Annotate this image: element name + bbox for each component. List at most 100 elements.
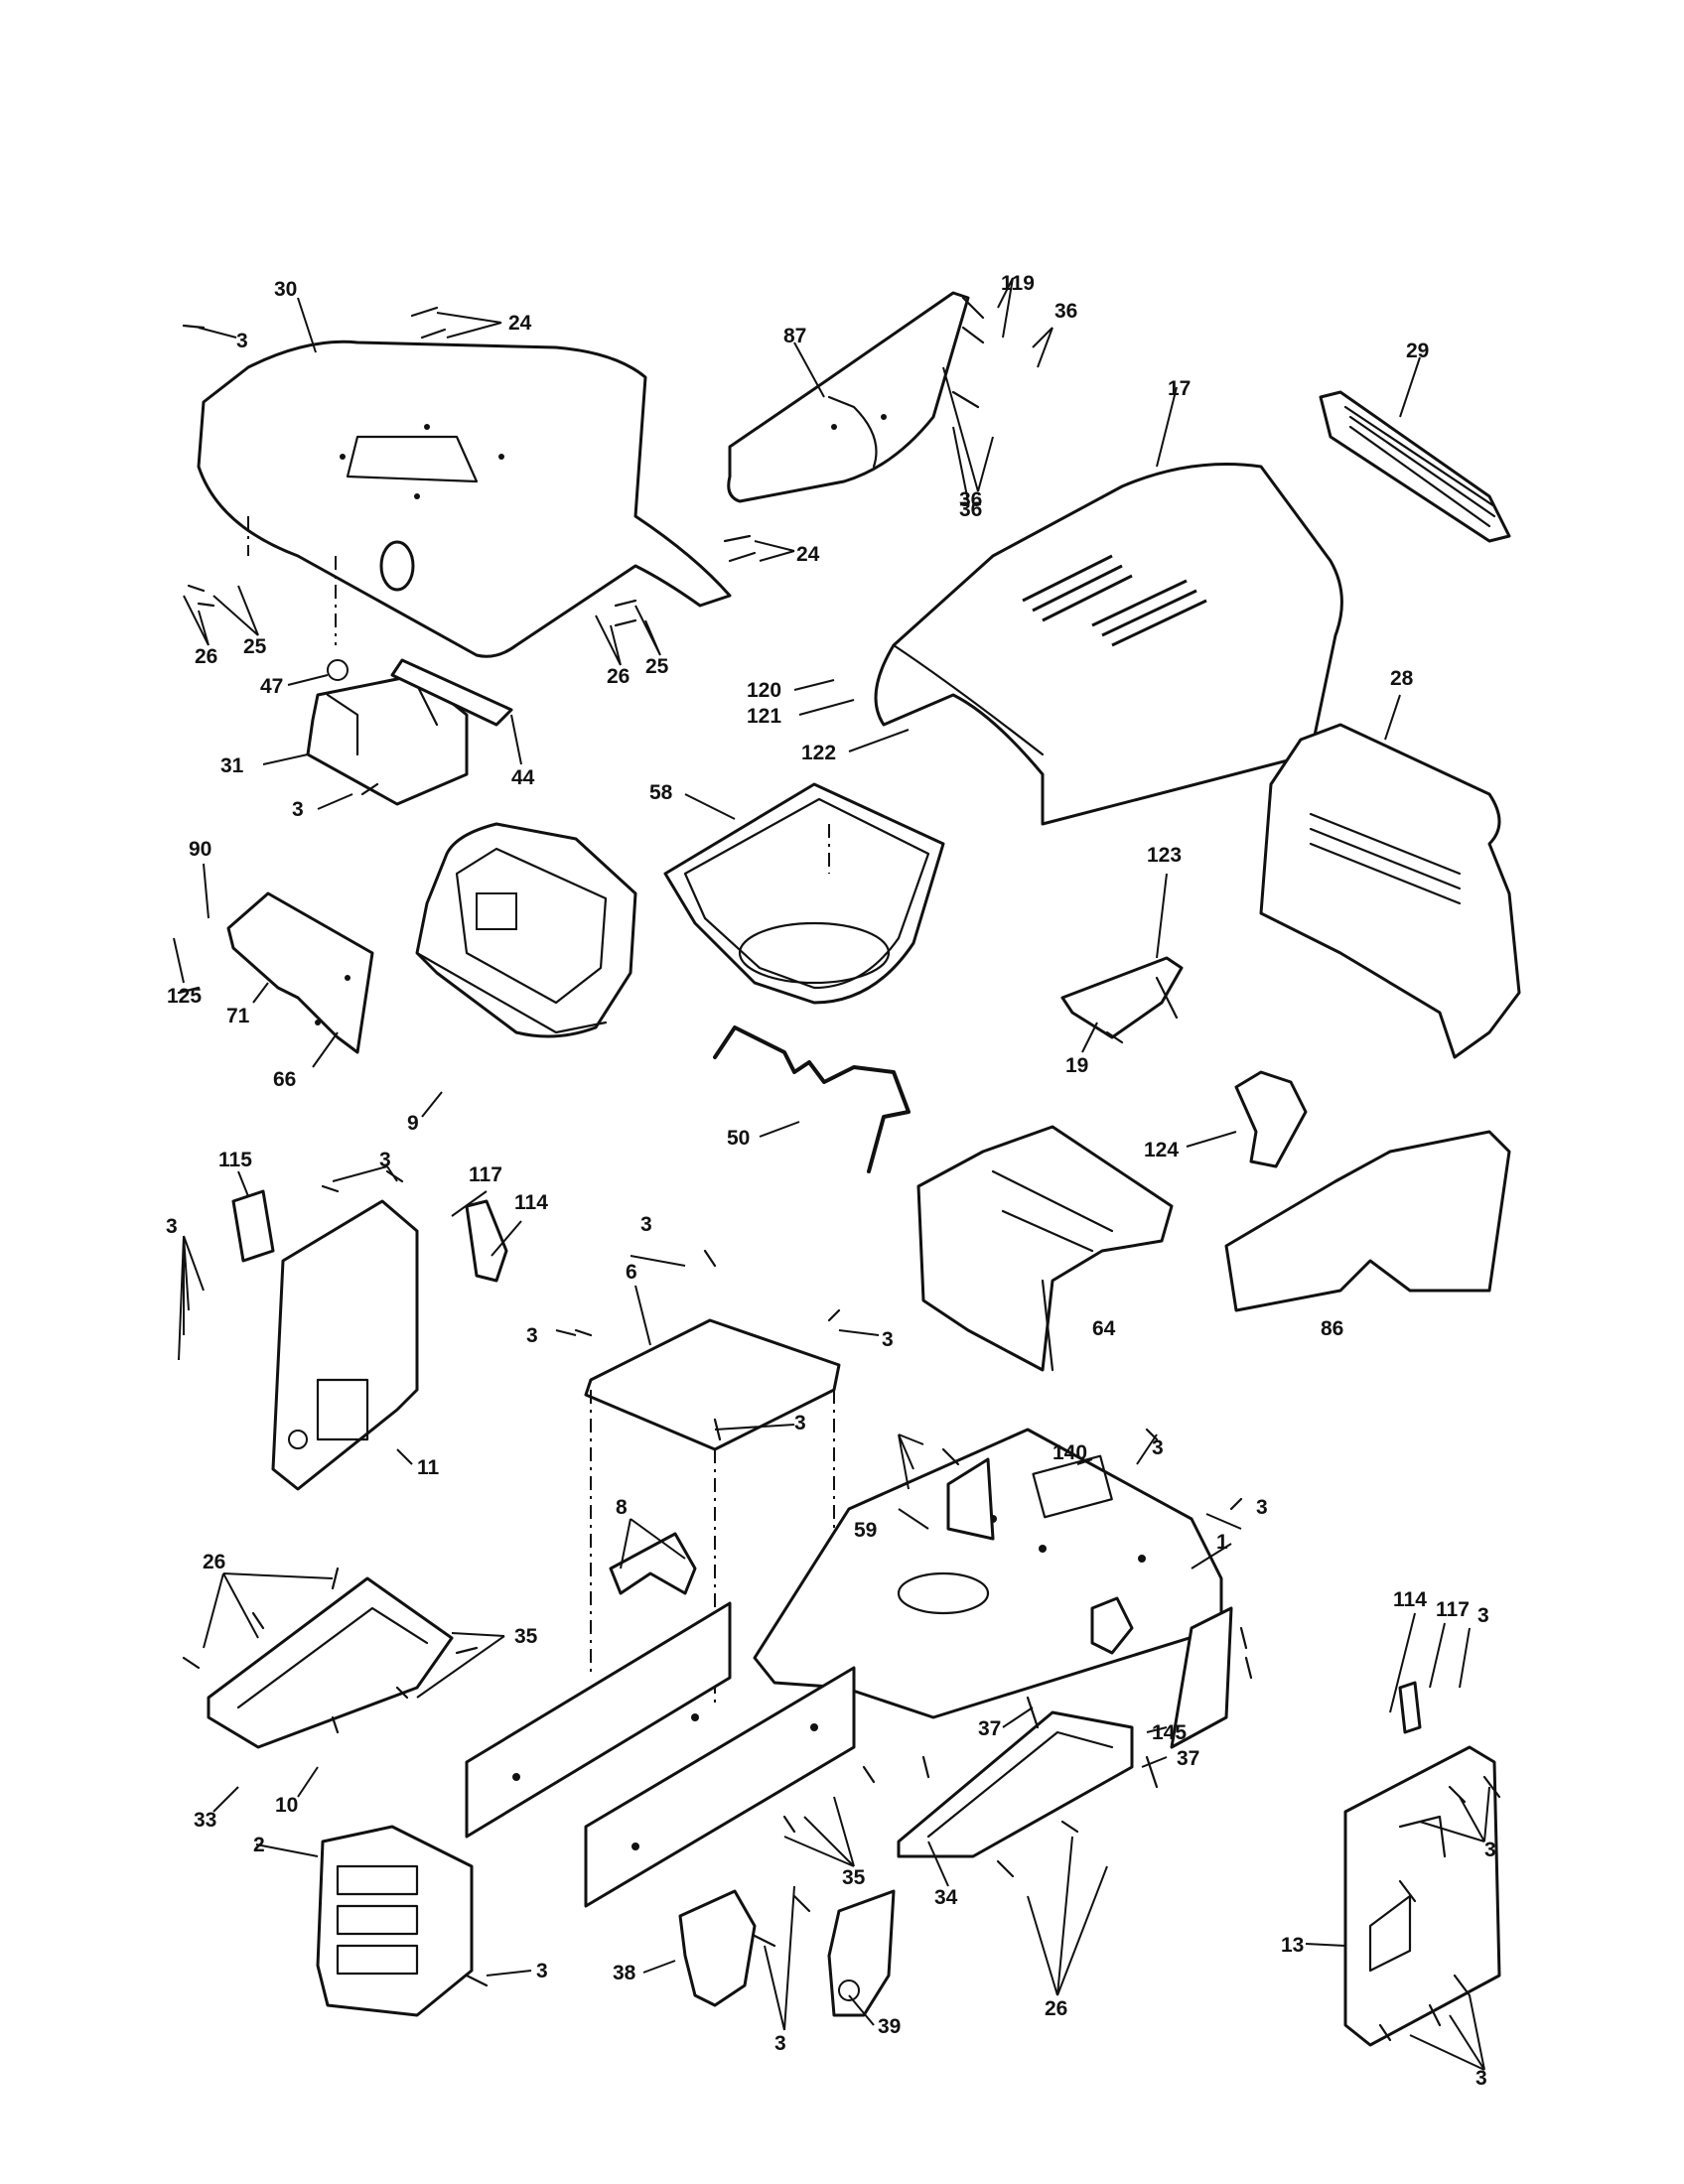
callout-120: 120 (747, 679, 781, 702)
callout-145: 145 (1152, 1721, 1187, 1744)
callout-36: 36 (959, 498, 982, 521)
callout-24: 24 (796, 543, 820, 566)
callout-58: 58 (649, 781, 673, 804)
callout-38: 38 (613, 1962, 636, 1984)
callout-35: 35 (514, 1625, 538, 1648)
callout-26: 26 (607, 665, 630, 688)
bracket-124-part (1234, 1070, 1308, 1168)
callout-29: 29 (1406, 340, 1429, 362)
side-panel-left-part (231, 1189, 508, 1491)
callout-123: 123 (1147, 844, 1182, 867)
callout-71: 71 (226, 1005, 250, 1027)
battery-box-part (663, 782, 945, 1005)
callout-37: 37 (978, 1717, 1001, 1740)
callout-3: 3 (1484, 1839, 1496, 1861)
callout-1: 1 (1216, 1531, 1228, 1554)
callout-87: 87 (783, 325, 806, 347)
callout-122: 122 (801, 742, 836, 764)
bracket-39-part (827, 1889, 896, 2017)
callout-25: 25 (645, 655, 669, 678)
callout-124: 124 (1144, 1139, 1179, 1161)
hood-part (874, 463, 1343, 826)
callout-47: 47 (260, 675, 283, 698)
callout-3: 3 (166, 1215, 178, 1238)
side-housing-part (1259, 723, 1521, 1059)
callout-31: 31 (220, 754, 244, 777)
callout-3: 3 (1256, 1496, 1268, 1519)
callout-3: 3 (1152, 1436, 1164, 1459)
callout-9: 9 (407, 1112, 419, 1135)
callout-3: 3 (774, 2032, 786, 2055)
grille-part (1319, 390, 1511, 543)
callout-50: 50 (727, 1127, 750, 1150)
callout-17: 17 (1168, 377, 1191, 400)
callout-8: 8 (616, 1496, 628, 1519)
callout-35: 35 (842, 1866, 866, 1889)
callout-6: 6 (626, 1261, 637, 1284)
callout-26: 26 (195, 645, 217, 668)
callout-26: 26 (203, 1551, 225, 1573)
callout-119: 119 (1001, 272, 1035, 295)
callout-59: 59 (854, 1519, 877, 1542)
dash-panel-part (197, 340, 732, 658)
callout-90: 90 (189, 838, 211, 861)
callout-3: 3 (292, 798, 304, 821)
front-bracket-part (316, 1825, 474, 2017)
side-panel-right-part (1343, 1681, 1501, 2047)
callout-3: 3 (536, 1960, 548, 1982)
fasteners (177, 296, 1501, 2042)
callout-36: 36 (959, 488, 982, 511)
strap-part (609, 1532, 697, 1595)
callout-66: 66 (273, 1068, 296, 1091)
callout-3: 3 (794, 1412, 806, 1434)
upper-panel-part (727, 291, 970, 503)
callout-24: 24 (508, 312, 532, 335)
callout-36: 36 (1054, 300, 1077, 323)
callout-26: 26 (1045, 1997, 1067, 2020)
callout-33: 33 (194, 1809, 216, 1832)
callout-30: 30 (274, 278, 297, 301)
callout-86: 86 (1321, 1317, 1343, 1340)
callout-19: 19 (1065, 1054, 1088, 1077)
callout-13: 13 (1281, 1934, 1304, 1957)
callout-64: 64 (1092, 1317, 1116, 1340)
callout-125: 125 (167, 985, 202, 1008)
callout-115: 115 (218, 1149, 252, 1171)
plate-part (226, 891, 374, 1054)
callout-121: 121 (747, 705, 781, 728)
footrest-left-part (207, 1576, 454, 1749)
bracket-123-part (1060, 956, 1184, 1039)
callout-44: 44 (511, 766, 535, 789)
console-part (415, 822, 637, 1038)
callout-39: 39 (878, 2015, 901, 2038)
callout-3: 3 (526, 1324, 538, 1347)
callout-25: 25 (243, 635, 267, 658)
callout-3: 3 (882, 1328, 894, 1351)
footrest-right-part (897, 1710, 1134, 1858)
callout-114: 114 (1393, 1588, 1427, 1611)
bracket-38-part (678, 1889, 757, 2007)
callout-34: 34 (934, 1886, 958, 1909)
callout-37: 37 (1177, 1747, 1199, 1770)
callout-labels: 30 24 3 87 119 36 29 17 36 36 24 25 26 2… (166, 272, 1496, 2090)
callout-2: 2 (253, 1834, 265, 1856)
callout-3: 3 (640, 1213, 652, 1236)
callout-3: 3 (1477, 1604, 1489, 1627)
callout-114: 114 (514, 1191, 548, 1214)
callout-3: 3 (1475, 2067, 1487, 2090)
rod-part (713, 1025, 911, 1173)
callout-117: 117 (469, 1163, 502, 1186)
callout-3: 3 (236, 330, 248, 352)
callout-28: 28 (1390, 667, 1414, 690)
callout-140: 140 (1052, 1441, 1087, 1464)
fender-part (1224, 1130, 1511, 1312)
callout-117: 117 (1436, 1598, 1470, 1621)
seat-pan-part (916, 1125, 1174, 1372)
leader-lines (173, 277, 1490, 2071)
callout-11: 11 (417, 1456, 440, 1479)
fuel-tank-bracket-part (306, 658, 513, 806)
callout-3: 3 (379, 1149, 391, 1171)
callout-10: 10 (275, 1794, 298, 1817)
main-frame-part (465, 1428, 1233, 1908)
